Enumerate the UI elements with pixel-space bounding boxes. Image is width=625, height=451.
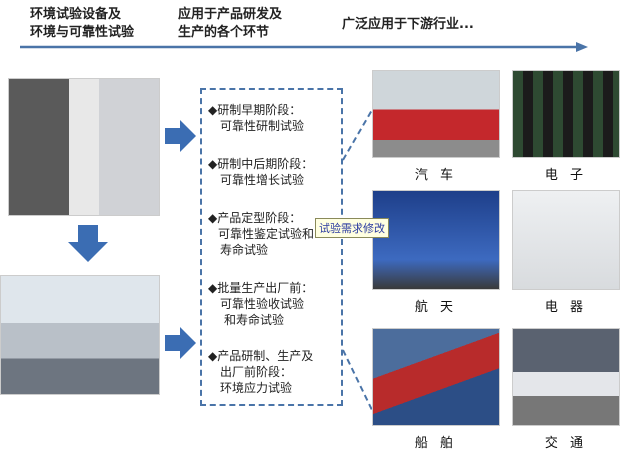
down-arrow-icon — [68, 225, 108, 262]
right-arrow-icon — [165, 327, 196, 359]
dashed-connector — [342, 349, 373, 411]
timeline-arrow-head — [576, 42, 588, 52]
stage-item: ◆批量生产出厂前：可靠性验收试验和寿命试验 — [208, 281, 314, 327]
right-arrow-icon — [165, 120, 196, 152]
stage-item: ◆产品研制、生产及出厂前阶段：环境应力试验 — [208, 349, 314, 395]
ship-image — [372, 328, 500, 426]
electronics-image — [512, 70, 620, 158]
tooltip: 试验需求修改 — [315, 218, 389, 238]
header-application: 应用于产品研发及生产的各个环节 — [178, 7, 283, 40]
test-equipment-image — [8, 78, 160, 216]
aerospace-image — [372, 190, 500, 290]
appliances-image — [512, 190, 620, 290]
stage-item: ◆产品定型阶段：可靠性鉴定试验和寿命试验 — [208, 211, 315, 257]
label-aerospace: 航 天 — [414, 300, 458, 315]
automotive-image — [372, 70, 500, 158]
header-industries: 广泛应用于下游行业... — [342, 17, 474, 32]
stages-box: ◆研制早期阶段：可靠性研制试验 ◆研制中后期阶段：可靠性增长试验 ◆产品定型阶段… — [200, 88, 343, 406]
label-automotive: 汽 车 — [414, 168, 458, 183]
label-appliances: 电 器 — [544, 300, 588, 315]
stage-item: ◆研制中后期阶段：可靠性增长试验 — [208, 157, 314, 187]
dashed-connector — [342, 109, 373, 161]
header-equipment: 环境试验设备及环境与可靠性试验 — [30, 7, 135, 40]
train-image — [512, 328, 620, 426]
stage-item: ◆研制早期阶段：可靠性研制试验 — [208, 103, 305, 133]
lab-photo-image — [0, 275, 160, 395]
label-shipping: 船 舶 — [414, 436, 458, 451]
label-transport: 交 通 — [544, 436, 588, 451]
label-electronics: 电 子 — [544, 168, 588, 183]
